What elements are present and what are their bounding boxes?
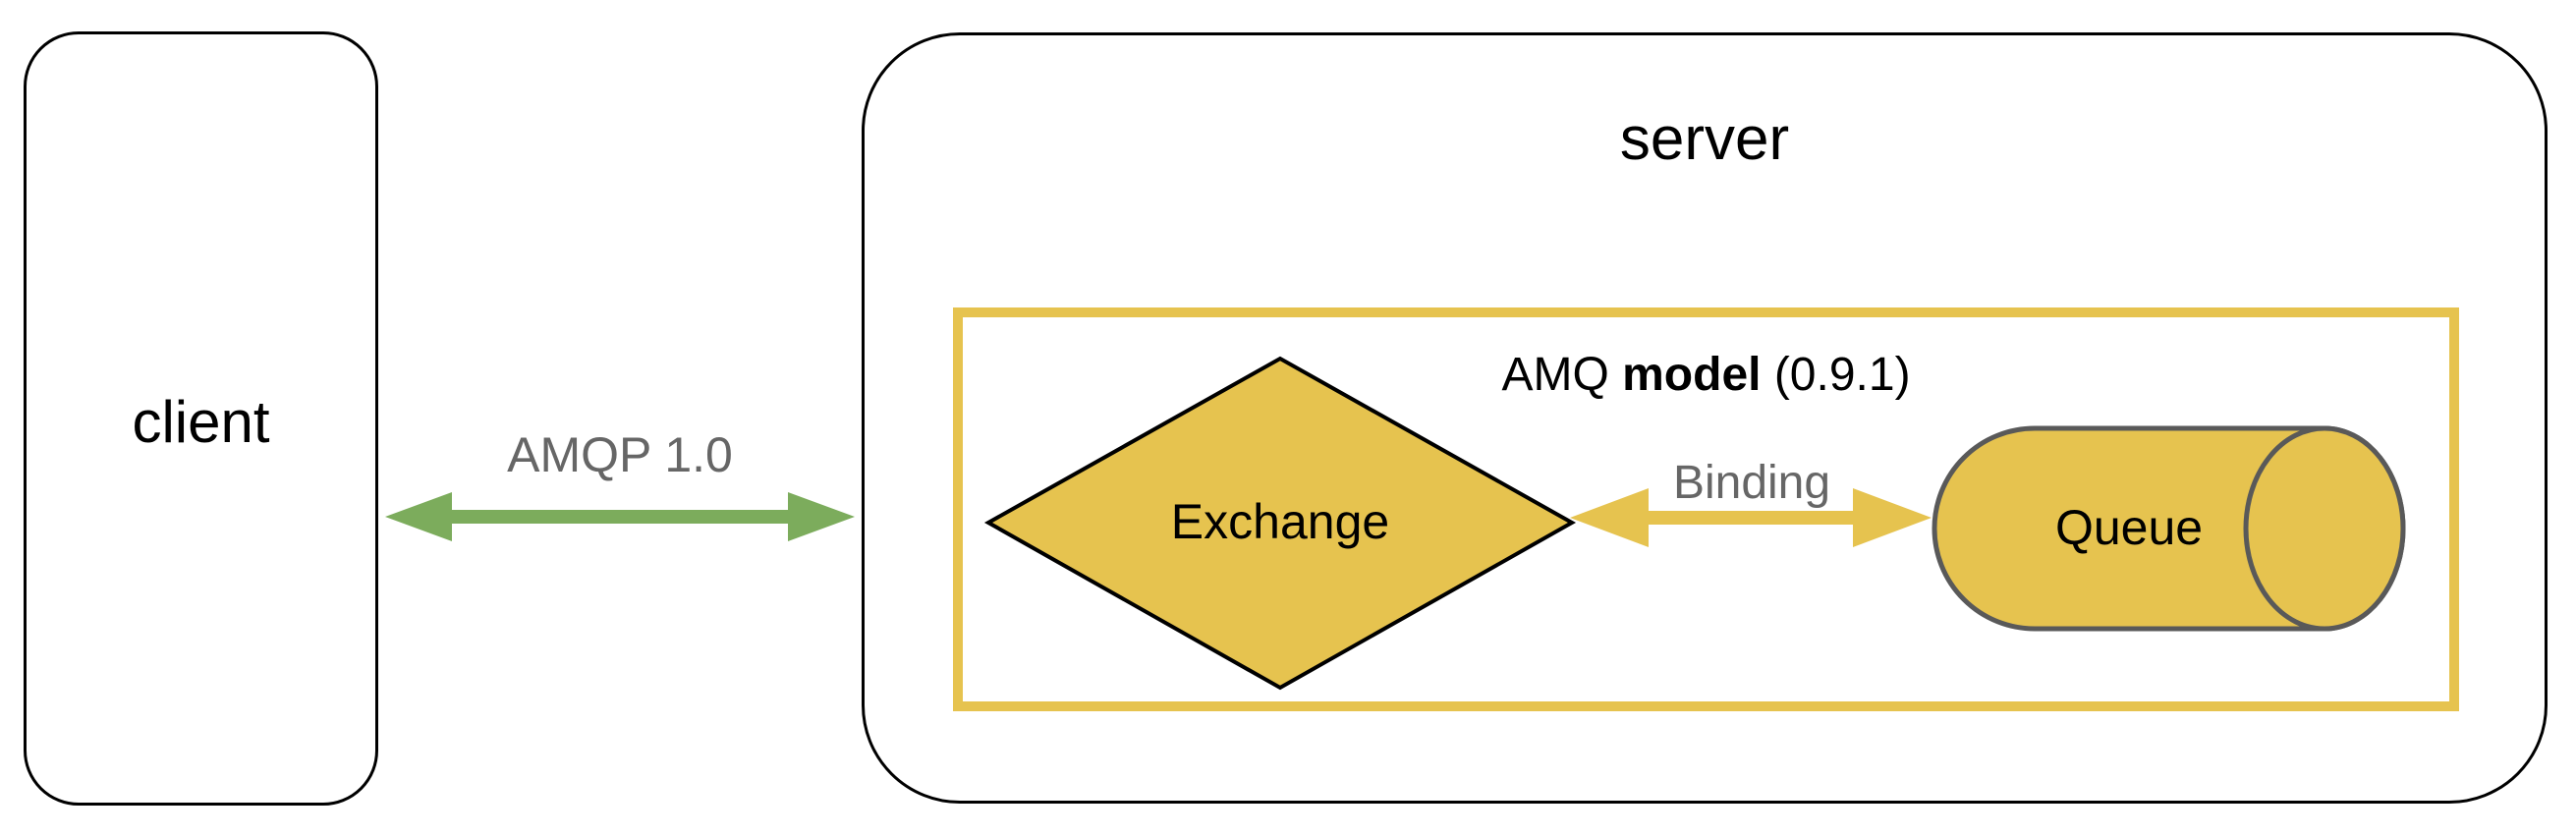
amq-model-label-bold: model <box>1622 349 1762 401</box>
amqp-connection-arrow <box>385 492 855 541</box>
amq-model-label: AMQ model (0.9.1) <box>953 349 2459 402</box>
client-box: client <box>24 31 378 806</box>
server-label: server <box>1619 105 1790 173</box>
amq-model-label-prefix: AMQ <box>1501 349 1623 401</box>
amq-model-label-suffix: (0.9.1) <box>1761 349 1911 401</box>
client-label: client <box>132 388 270 455</box>
amqp-connection-label: AMQP 1.0 <box>507 427 733 482</box>
exchange-label: Exchange <box>1170 494 1390 549</box>
binding-label: Binding <box>1672 457 1831 509</box>
queue-label: Queue <box>2054 500 2204 555</box>
server-box <box>862 32 2548 804</box>
